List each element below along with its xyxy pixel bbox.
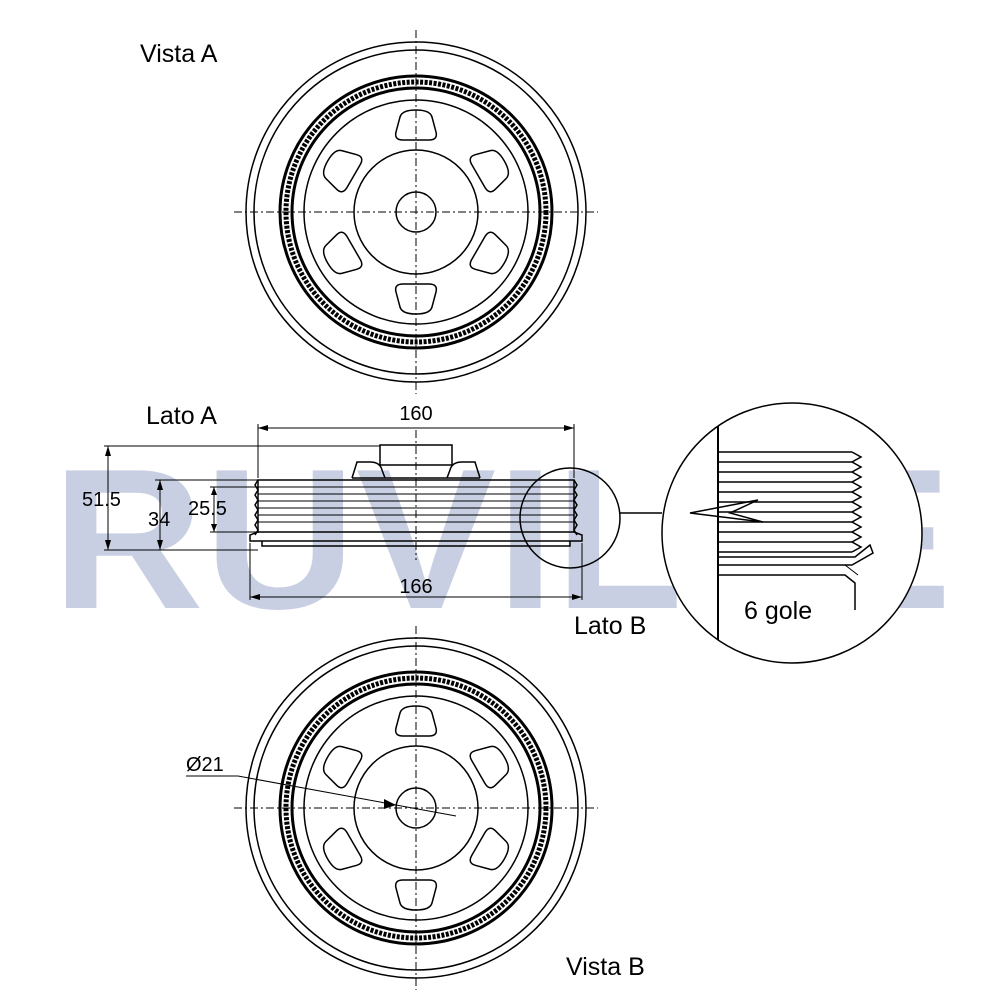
view-b-label: Vista B	[566, 953, 645, 981]
groove-count-label: 6 gole	[744, 597, 812, 625]
height-inner-dim: 25.5	[188, 498, 227, 520]
groove-detail-view	[661, 402, 923, 664]
side-dimension-lines	[104, 424, 583, 600]
view-a-drawing	[234, 30, 598, 394]
view-a-label: Vista A	[140, 40, 218, 68]
dimension-arrowheads	[105, 425, 582, 600]
bore-diameter-dim: Ø21	[186, 754, 224, 776]
height-total-dim: 51.5	[82, 489, 121, 511]
height-mid-dim: 34	[148, 509, 170, 531]
view-b-drawing	[234, 626, 598, 990]
detail-marker-circle	[519, 467, 621, 569]
side-b-label: Lato B	[574, 612, 646, 640]
side-view-drawing	[249, 430, 583, 560]
side-a-label: Lato A	[146, 402, 217, 430]
width-bottom-dim: 166	[399, 576, 432, 598]
width-top-dim: 160	[399, 403, 432, 425]
bore-diameter-leader	[186, 775, 457, 817]
